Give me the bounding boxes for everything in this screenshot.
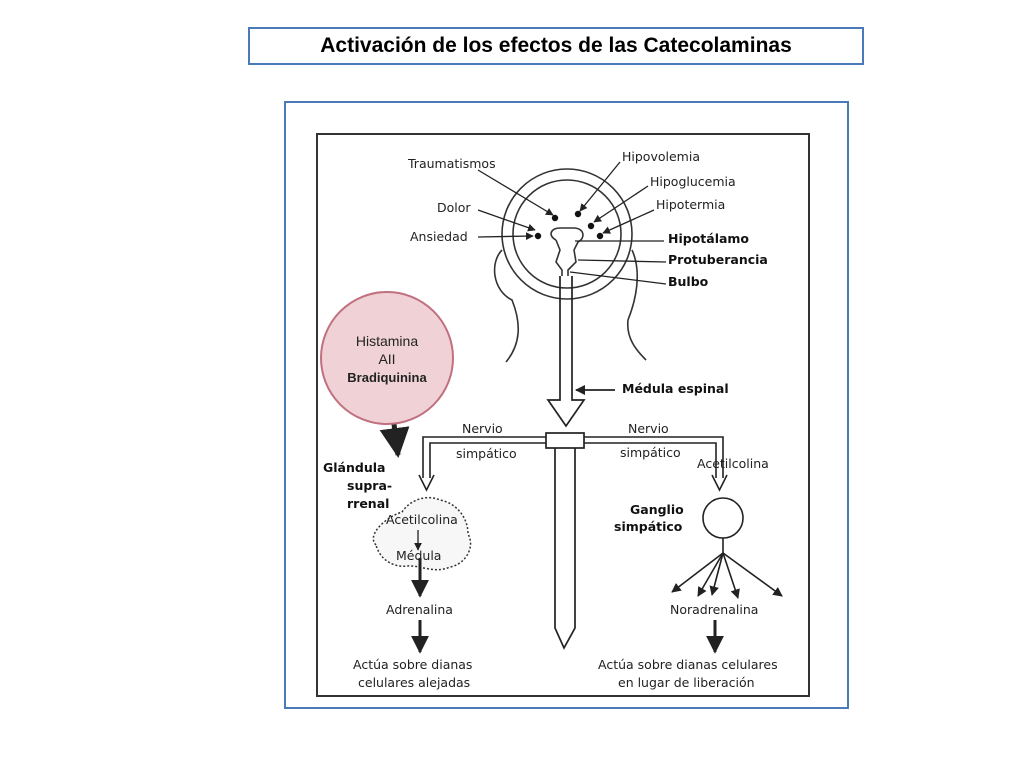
- adrenal-gland: [372, 496, 472, 571]
- label-effect-left-1: Actúa sobre dianas: [353, 657, 472, 672]
- bubble-aii: AII: [378, 351, 395, 367]
- label-simpatico-ganglio: simpático: [614, 519, 683, 534]
- label-simpatico-left: simpático: [456, 446, 517, 461]
- bubble-bradiquinina: Bradiquinina: [347, 370, 427, 385]
- label-traumatismos: Traumatismos: [407, 156, 496, 171]
- label-bulbo: Bulbo: [668, 274, 709, 289]
- bubble-circle: [320, 291, 454, 425]
- sympathetic-ganglion: [671, 497, 783, 599]
- label-effect-right-2: en lugar de liberación: [618, 675, 755, 690]
- label-nervio-left: Nervio: [462, 421, 503, 436]
- label-glandula: Glándula: [323, 460, 385, 475]
- bubble-histamina: Histamina: [356, 333, 418, 349]
- stimulus-dots: [534, 210, 604, 240]
- label-hipotalamo: Hipotálamo: [668, 231, 749, 246]
- label-medula-espinal: Médula espinal: [622, 381, 729, 396]
- pointer-lines: [477, 161, 667, 285]
- mediator-bubble: Histamina AII Bradiquinina: [320, 291, 454, 425]
- label-hipoglucemia: Hipoglucemia: [650, 174, 736, 189]
- slide-title: Activación de los efectos de las Catecol…: [320, 34, 792, 57]
- label-effect-left-2: celulares alejadas: [358, 675, 470, 690]
- output-arrows: [379, 423, 724, 654]
- label-adrenalina: Adrenalina: [386, 602, 453, 617]
- label-simpatico-right: simpático: [620, 445, 681, 460]
- label-ganglio: Ganglio: [630, 502, 684, 517]
- label-rrenal: rrenal: [347, 496, 389, 511]
- label-noradrenalina: Noradrenalina: [670, 602, 758, 617]
- label-dolor: Dolor: [437, 200, 471, 215]
- label-hipotermia: Hipotermia: [656, 197, 725, 212]
- label-supra: supra-: [347, 478, 392, 493]
- label-hipovolemia: Hipovolemia: [622, 149, 700, 164]
- inner-figure-border: [316, 133, 810, 697]
- label-protuberancia: Protuberancia: [668, 252, 768, 267]
- title-box: Activación de los efectos de las Catecol…: [248, 27, 864, 65]
- label-ansiedad: Ansiedad: [410, 229, 468, 244]
- label-medula: Médula: [396, 548, 441, 563]
- label-nervio-right: Nervio: [628, 421, 669, 436]
- spinal-cord: [545, 276, 615, 650]
- label-effect-right-1: Actúa sobre dianas celulares: [598, 657, 778, 672]
- nerve-branches: [418, 436, 728, 492]
- head-illustration: [493, 168, 647, 363]
- label-acetilcolina-left: Acetilcolina: [386, 512, 458, 527]
- label-acetilcolina-right: Acetilcolina: [697, 456, 769, 471]
